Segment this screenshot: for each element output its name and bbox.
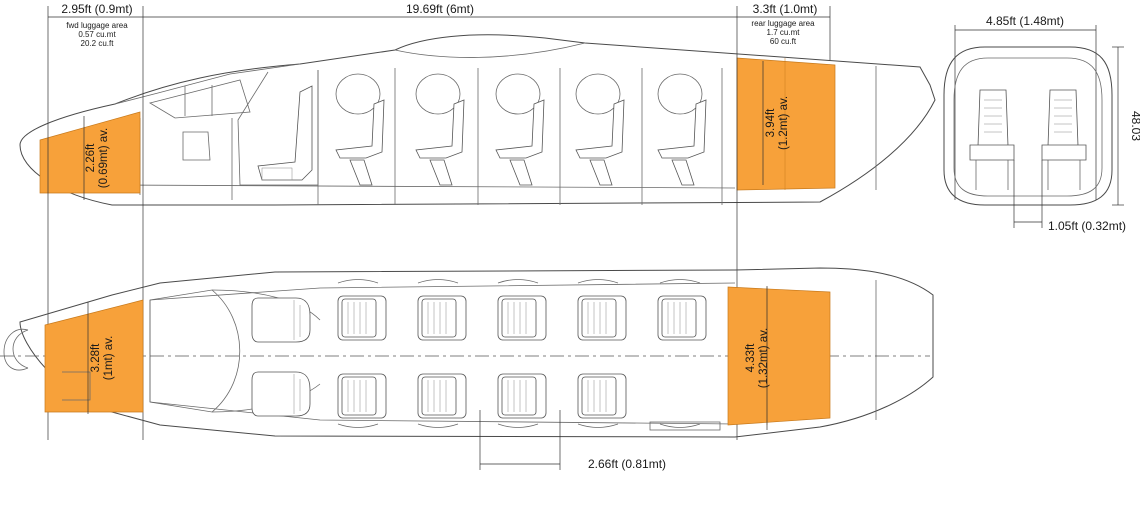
rear-top-width-line1: 4.33ft: [745, 343, 757, 373]
fwd-side-height-line1: 2.26ft: [85, 143, 97, 173]
side-fwd-height-label: 2.26ft (0.69mt) av.: [83, 116, 110, 200]
plan-rear-width-label: 4.33ft (1.32mt) av.: [745, 286, 770, 430]
plan-view: 3.28ft (1mt) av. 4.33ft (1.32mt) av. 2.6…: [0, 267, 934, 471]
passenger-seat-side: [575, 99, 625, 186]
cross-section-seat-right: [1041, 89, 1087, 190]
passenger-seat: [417, 373, 467, 419]
fwd-side-height-line2: (0.69mt) av.: [98, 128, 110, 189]
plan-rear-luggage-area: [727, 286, 831, 426]
cabin-window: [415, 73, 461, 115]
side-fwd-luggage-area: [39, 111, 141, 194]
side-cockpit-panel: [182, 131, 211, 161]
cabin-width-dimension: 4.85ft (1.48mt): [986, 14, 1064, 28]
plan-cockpit-line: [211, 289, 321, 321]
side-view: 2.26ft (0.69mt) av. 3.94ft (1.2mt) av.: [19, 34, 936, 206]
rear-section-dimension: 3.3ft (1.0mt): [753, 2, 818, 16]
plan-window-marks: [337, 279, 701, 428]
passenger-seat: [497, 373, 547, 419]
cabin-height-dimension: 48.03: [1129, 111, 1140, 141]
passenger-seat: [417, 295, 467, 341]
pilot-seat: [251, 371, 311, 417]
rear-top-width-line2: (1.32mt) av.: [758, 328, 770, 389]
pilot-seat: [251, 297, 311, 343]
cabin-door: [649, 421, 721, 431]
rear-luggage-volume-ft: 60 cu.ft: [770, 37, 797, 46]
cross-section-seat-left: [969, 89, 1015, 190]
passenger-seat: [657, 295, 707, 341]
side-cockpit-windshield: [148, 79, 251, 119]
cross-section-view: 4.85ft (1.48mt) 48.03 1.05ft (0.32mt): [943, 14, 1140, 233]
seat-pitch-dimension: 2.66ft (0.81mt): [479, 410, 666, 471]
plan-nose-tip: [3, 328, 29, 371]
fwd-luggage-title: fwd luggage area: [66, 21, 128, 30]
side-rear-height-label: 3.94ft (1.2mt) av.: [762, 61, 790, 185]
seat-pitch-label: 2.66ft (0.81mt): [588, 457, 666, 471]
side-upper-line: [114, 63, 301, 105]
cabin-window: [575, 73, 621, 115]
cabin-window: [495, 73, 541, 115]
passenger-seat-side: [335, 99, 385, 186]
rear-luggage-title: rear luggage area: [751, 19, 815, 28]
rear-side-height-line1: 3.94ft: [765, 108, 777, 138]
plan-passenger-seats-upper: [337, 295, 707, 341]
plan-fwd-width-label: 3.28ft (1mt) av.: [87, 302, 115, 414]
side-passenger-seats: [335, 99, 707, 186]
passenger-seat: [577, 295, 627, 341]
passenger-seat: [337, 373, 387, 419]
cabin-window: [657, 73, 703, 115]
passenger-seat-side: [415, 99, 465, 186]
aisle-width-dimension: 1.05ft (0.32mt): [1048, 219, 1126, 233]
plan-fwd-luggage-area: [44, 299, 144, 413]
rear-luggage-volume-m: 1.7 cu.mt: [767, 28, 801, 37]
plan-nose-cone: [12, 329, 29, 369]
top-dimension-lines: 2.95ft (0.9mt) 19.69ft (6mt) 3.3ft (1.0m…: [47, 2, 831, 440]
side-pilot-seat: [257, 85, 313, 181]
passenger-seat: [497, 295, 547, 341]
plan-cockpit-glazing: [149, 289, 241, 413]
plan-passenger-seats-lower: [337, 373, 627, 419]
fwd-top-width-line2: (1mt) av.: [103, 336, 115, 381]
side-floor-line: [111, 184, 736, 189]
cross-section-outline: [943, 46, 1113, 206]
passenger-seat: [337, 295, 387, 341]
cabin-window: [335, 73, 381, 115]
plan-pilot-seats: [251, 297, 311, 417]
passenger-seat: [577, 373, 627, 419]
fwd-top-width-line1: 3.28ft: [90, 343, 102, 373]
cabin-length-dimension: 19.69ft (6mt): [406, 2, 474, 16]
side-wing-fairing: [394, 42, 586, 58]
fwd-luggage-volume-ft: 20.2 cu.ft: [81, 39, 115, 48]
passenger-seat-side: [657, 99, 707, 186]
fwd-section-dimension: 2.95ft (0.9mt): [61, 2, 132, 16]
fwd-luggage-volume-m: 0.57 cu.mt: [78, 30, 116, 39]
side-windows: [335, 73, 703, 115]
passenger-seat-side: [495, 99, 545, 186]
rear-side-height-line2: (1.2mt) av.: [778, 96, 790, 150]
